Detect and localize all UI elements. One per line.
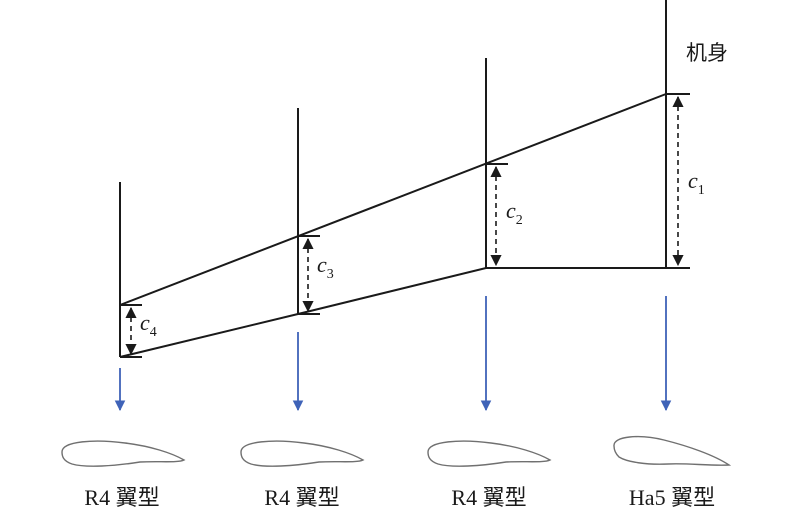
leading-edge (119, 93, 667, 306)
chord-label-c2: c2 (506, 198, 523, 228)
chord-label-c1: c1 (688, 168, 705, 198)
airfoil-caption-1: R4 翼型 (84, 485, 159, 510)
chord-label-c3: c3 (317, 252, 334, 282)
airfoil-section-1 (61, 440, 186, 467)
airfoil-section-3 (427, 440, 552, 467)
trailing-edge (119, 267, 680, 358)
fuselage-label: 机身 (686, 41, 728, 65)
airfoil-section-2 (240, 440, 365, 467)
airfoil-caption-2: R4 翼型 (264, 485, 339, 510)
chord-label-c4: c4 (140, 310, 157, 340)
airfoil-caption-4: Ha5 翼型 (629, 485, 715, 510)
airfoil-section-4 (613, 435, 732, 466)
airfoil-caption-3: R4 翼型 (451, 485, 526, 510)
